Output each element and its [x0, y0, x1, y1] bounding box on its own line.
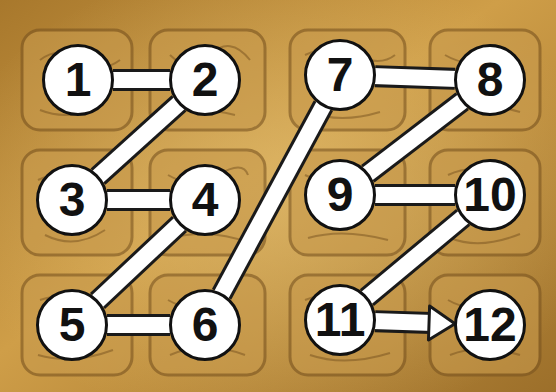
- sequence-number: 12: [463, 301, 516, 349]
- path-connector: [97, 102, 181, 178]
- number-circle: 4: [169, 164, 241, 236]
- number-circle: 7: [304, 39, 376, 111]
- number-circle: 5: [36, 289, 108, 361]
- number-circle: 9: [304, 159, 376, 231]
- number-circle: 3: [36, 164, 108, 236]
- path-connector: [373, 76, 457, 79]
- glyph-blocks: [22, 30, 540, 375]
- sequence-number: 10: [463, 171, 516, 219]
- number-circle: 8: [454, 44, 526, 116]
- number-circle: 2: [169, 44, 241, 116]
- sequence-number: 8: [477, 56, 504, 104]
- sequence-number: 5: [59, 301, 86, 349]
- path-connector: [105, 200, 172, 201]
- sequence-number: 4: [192, 176, 219, 224]
- path-connector: [105, 325, 172, 326]
- sequence-number: 2: [192, 56, 219, 104]
- path-connector: [96, 223, 181, 303]
- number-circle: 6: [169, 289, 241, 361]
- sequence-number: 7: [327, 51, 354, 99]
- sequence-number: 9: [327, 171, 354, 219]
- number-circle: 10: [454, 159, 526, 231]
- sequence-number: 3: [59, 176, 86, 224]
- sequence-number: 6: [192, 301, 219, 349]
- number-circle: 12: [454, 289, 526, 361]
- sequence-number: 1: [65, 56, 92, 104]
- path-connector: [373, 306, 455, 340]
- path-connector: [373, 195, 457, 196]
- path-connector: [111, 80, 172, 81]
- path-connector: [366, 100, 464, 175]
- path-connector: [365, 216, 464, 299]
- sequence-number: 11: [315, 296, 366, 344]
- number-circle: 1: [42, 44, 114, 116]
- number-circle: 11: [304, 284, 376, 356]
